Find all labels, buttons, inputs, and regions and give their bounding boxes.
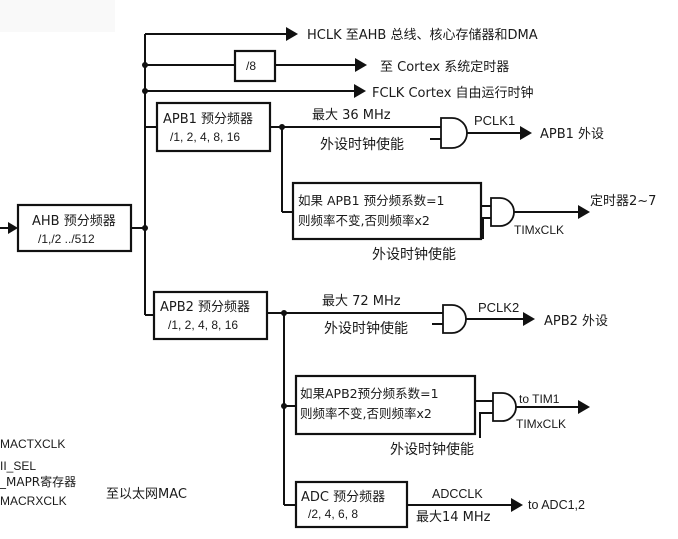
arrow-icon [354, 84, 366, 98]
apb2-timer-rule-line2: 则频率不变,否则频率x2 [300, 406, 432, 421]
fclk-output: FCLK Cortex 自由运行时钟 [142, 84, 534, 101]
apb1-dest-label: APB1 外设 [540, 127, 604, 142]
apb2-prescaler-box: APB2 预分频器 /1, 2, 4, 8, 16 [152, 290, 269, 341]
ahb-prescaler-title: AHB 预分频器 [32, 214, 116, 229]
apb1-prescaler-title: APB1 预分频器 [163, 112, 253, 127]
ahb-prescaler-options: /1,/2 ../512 [38, 232, 95, 246]
adc-dest-label: to ADC1,2 [528, 498, 585, 512]
apb1-prescaler-box: APB1 预分频器 /1, 2, 4, 8, 16 [155, 101, 272, 153]
apb1-max-freq: 最大 36 MHz [312, 108, 391, 123]
apb2-prescaler-title: APB2 预分频器 [160, 300, 250, 315]
apb1-enable-label: 外设时钟使能 [320, 136, 404, 153]
arrow-icon [511, 498, 523, 512]
adc-prescaler-options: /2, 4, 6, 8 [308, 507, 358, 521]
faded-header-artifact [0, 0, 115, 32]
apb1-timer-dest-label: 定时器2~7 [590, 194, 656, 209]
pclk1-label: PCLK1 [474, 113, 515, 128]
arrow-icon [8, 222, 18, 234]
apb2-timer-and-gate-icon [492, 392, 517, 422]
apb1-timer-rule-line2: 则频率不变,否则频率x2 [298, 213, 430, 228]
apb1-timer-and-gate-icon [490, 197, 515, 227]
apb1-timxclk-label: TIMxCLK [514, 223, 564, 237]
arrow-icon [523, 312, 535, 326]
apb1-timer-enable-label: 外设时钟使能 [372, 246, 456, 263]
mac-tx-label: MACTXCLK [0, 437, 65, 451]
hclk-label: HCLK 至AHB 总线、核心存储器和DMA [307, 28, 538, 43]
div8-label: /8 [246, 59, 256, 73]
arrow-icon [578, 400, 590, 414]
adcclk-label: ADCCLK [432, 487, 483, 501]
hclk-output: HCLK 至AHB 总线、核心存储器和DMA [145, 27, 538, 43]
apb2-timxclk-label: TIMxCLK [516, 417, 566, 431]
apb1-timer-rule-line1: 如果 APB1 预分频系数=1 [298, 193, 445, 208]
apb2-dest-label: APB2 外设 [544, 314, 608, 329]
systick-label: 至 Cortex 系统定时器 [380, 60, 509, 75]
apb2-and-gate-icon [442, 304, 467, 334]
arrow-icon [578, 205, 590, 219]
ahb-prescaler-box: AHB 预分频器 /1,/2 ../512 [16, 203, 133, 253]
mac-sel-label: II_SEL [0, 459, 36, 473]
apb2-timer-enable-wire [479, 412, 493, 438]
mac-clock-section: MACTXCLK II_SEL _MAPR寄存器 MACRXCLK 至以太网MA… [0, 437, 187, 508]
apb2-max-freq: 最大 72 MHz [322, 294, 401, 309]
adc-max-freq: 最大14 MHz [416, 510, 491, 525]
systick-output: /8 至 Cortex 系统定时器 [142, 49, 509, 83]
arrow-icon [520, 126, 532, 140]
adc-prescaler-box: ADC 预分频器 /2, 4, 6, 8 [294, 480, 409, 529]
arrow-icon [286, 27, 298, 41]
arrow-icon [355, 58, 367, 72]
adc-prescaler-title: ADC 预分频器 [301, 490, 385, 505]
mac-dest-label: 至以太网MAC [106, 487, 187, 502]
apb2-timer-multiplier-box: 如果APB2预分频系数=1 则频率不变,否则频率x2 [294, 374, 477, 436]
apb1-timer-multiplier-box: 如果 APB1 预分频系数=1 则频率不变,否则频率x2 [291, 181, 483, 241]
apb2-prescaler-options: /1, 2, 4, 8, 16 [168, 318, 238, 332]
apb2-timer-enable-label: 外设时钟使能 [390, 441, 474, 458]
apb2-enable-label: 外设时钟使能 [324, 320, 408, 337]
mac-rx-label: MACRXCLK [0, 494, 67, 508]
apb2-timer-dest-label: to TIM1 [519, 392, 560, 406]
apb1-and-gate-icon [440, 117, 468, 149]
apb1-prescaler-options: /1, 2, 4, 8, 16 [170, 130, 240, 144]
fclk-label: FCLK Cortex 自由运行时钟 [372, 85, 534, 101]
pclk2-label: PCLK2 [478, 300, 519, 315]
apb1-timer-enable-wire [482, 217, 491, 239]
ahb-input-wire [0, 222, 18, 234]
apb2-timer-rule-line1: 如果APB2预分频系数=1 [300, 386, 439, 401]
mac-mapr-label: _MAPR寄存器 [0, 474, 76, 489]
